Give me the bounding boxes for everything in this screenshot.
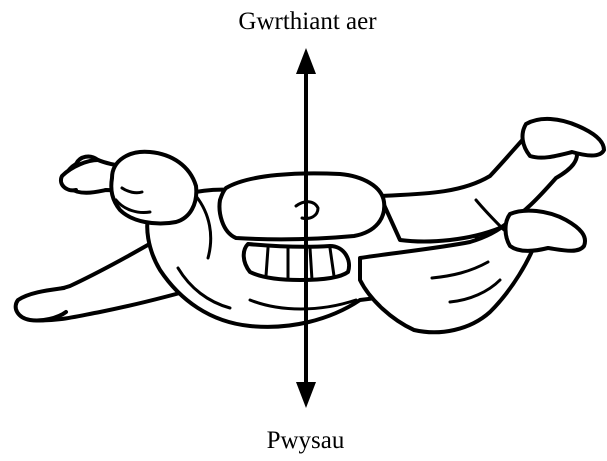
upper-boot xyxy=(523,119,604,158)
lower-hand xyxy=(16,288,66,321)
skydiver-illustration xyxy=(16,119,604,332)
up-arrow-icon xyxy=(296,48,316,74)
parachute-pack xyxy=(220,173,385,239)
lower-boot xyxy=(506,211,586,251)
down-arrow-icon xyxy=(296,382,316,408)
